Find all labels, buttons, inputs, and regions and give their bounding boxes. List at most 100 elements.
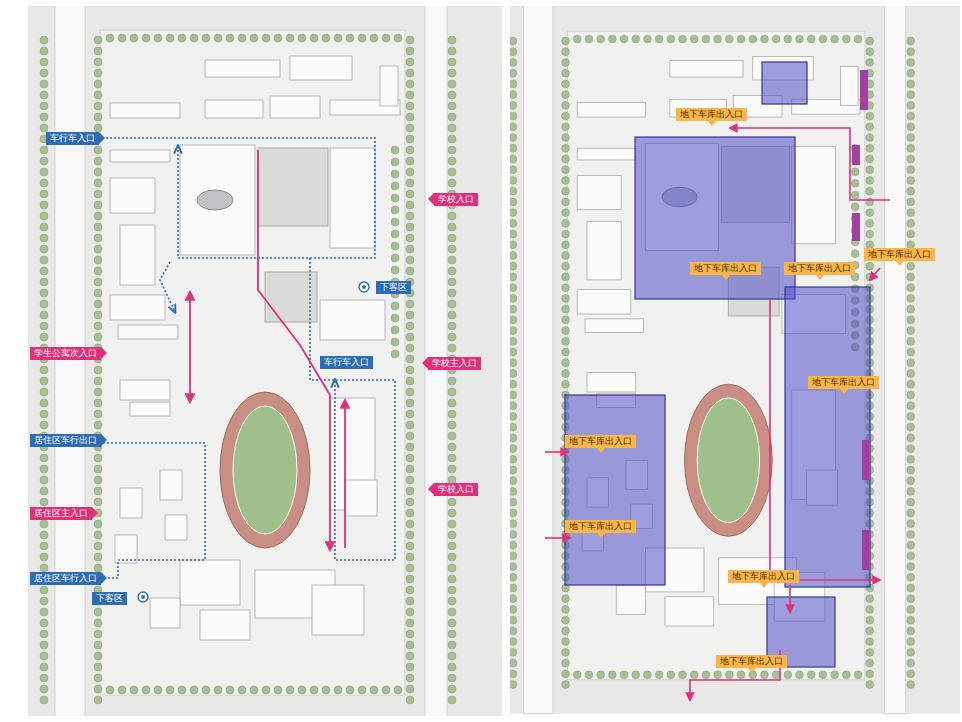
vehicle-entry-tag: 下客区 <box>92 592 127 605</box>
tree <box>448 564 456 572</box>
tree <box>40 454 48 462</box>
tree <box>94 113 102 121</box>
tree <box>690 35 698 43</box>
tree <box>597 671 605 679</box>
tree <box>40 399 48 407</box>
tree <box>406 608 414 616</box>
tag-text: 居住区主入口 <box>34 508 88 519</box>
tree <box>370 34 378 42</box>
tree <box>448 432 456 440</box>
tree <box>620 35 628 43</box>
running-track <box>220 392 310 548</box>
tree <box>40 113 48 121</box>
building <box>330 148 375 248</box>
tree <box>510 466 517 474</box>
tree <box>562 648 570 656</box>
tree <box>562 59 570 67</box>
tree <box>907 391 915 399</box>
tree <box>562 241 570 249</box>
tree <box>907 616 915 624</box>
tree <box>510 187 517 195</box>
tree <box>907 520 915 528</box>
tree <box>510 380 517 388</box>
tree <box>406 454 414 462</box>
icon-dot <box>362 285 366 289</box>
tree <box>907 219 915 227</box>
tree <box>298 686 306 694</box>
tag-text: 地下车库出入口 <box>680 109 743 120</box>
tree <box>510 177 517 185</box>
tree <box>94 619 102 627</box>
building <box>577 176 621 210</box>
tree <box>608 671 616 679</box>
tree <box>907 101 915 109</box>
building <box>180 560 240 605</box>
tree <box>406 300 414 308</box>
tree <box>190 686 198 694</box>
tree <box>250 34 258 42</box>
tree <box>448 575 456 583</box>
road <box>524 6 553 714</box>
tree <box>907 552 915 560</box>
tree <box>448 388 456 396</box>
tree <box>854 35 862 43</box>
tree <box>106 34 114 42</box>
tree <box>40 487 48 495</box>
tree <box>907 123 915 131</box>
tree <box>907 187 915 195</box>
road <box>55 6 85 716</box>
tree <box>632 35 640 43</box>
tree <box>866 177 874 185</box>
tree <box>510 262 517 270</box>
tree <box>562 305 570 313</box>
tree <box>562 627 570 635</box>
plan-right <box>510 6 960 714</box>
tree <box>406 410 414 418</box>
tree <box>448 113 456 121</box>
ground <box>510 6 960 714</box>
tree <box>94 663 102 671</box>
building <box>130 402 170 416</box>
tree <box>907 295 915 303</box>
building <box>165 515 187 540</box>
tree <box>562 638 570 646</box>
tree <box>40 234 48 242</box>
tree <box>358 686 366 694</box>
tree <box>94 465 102 473</box>
tree <box>94 421 102 429</box>
pedestrian-route <box>258 150 330 550</box>
tree <box>94 289 102 297</box>
tree <box>406 641 414 649</box>
tree <box>142 34 150 42</box>
tree <box>448 542 456 550</box>
tree <box>94 58 102 66</box>
tree <box>907 380 915 388</box>
tree <box>907 681 915 689</box>
tree <box>406 498 414 506</box>
tree <box>907 370 915 378</box>
tree <box>562 48 570 56</box>
building <box>792 146 836 244</box>
tree <box>510 101 517 109</box>
building <box>205 100 263 118</box>
tree <box>94 201 102 209</box>
tree <box>40 157 48 165</box>
tree <box>406 168 414 176</box>
tree <box>40 47 48 55</box>
vehicle-route <box>545 451 568 453</box>
tree <box>406 245 414 253</box>
tree <box>866 134 874 142</box>
tree <box>40 685 48 693</box>
tree <box>94 36 102 44</box>
tree <box>166 686 174 694</box>
tree <box>714 671 722 679</box>
tree <box>406 564 414 572</box>
tree <box>562 187 570 195</box>
tree <box>406 234 414 242</box>
tree <box>573 671 581 679</box>
tree <box>94 685 102 693</box>
tree <box>562 101 570 109</box>
tree <box>406 146 414 154</box>
tree <box>406 531 414 539</box>
